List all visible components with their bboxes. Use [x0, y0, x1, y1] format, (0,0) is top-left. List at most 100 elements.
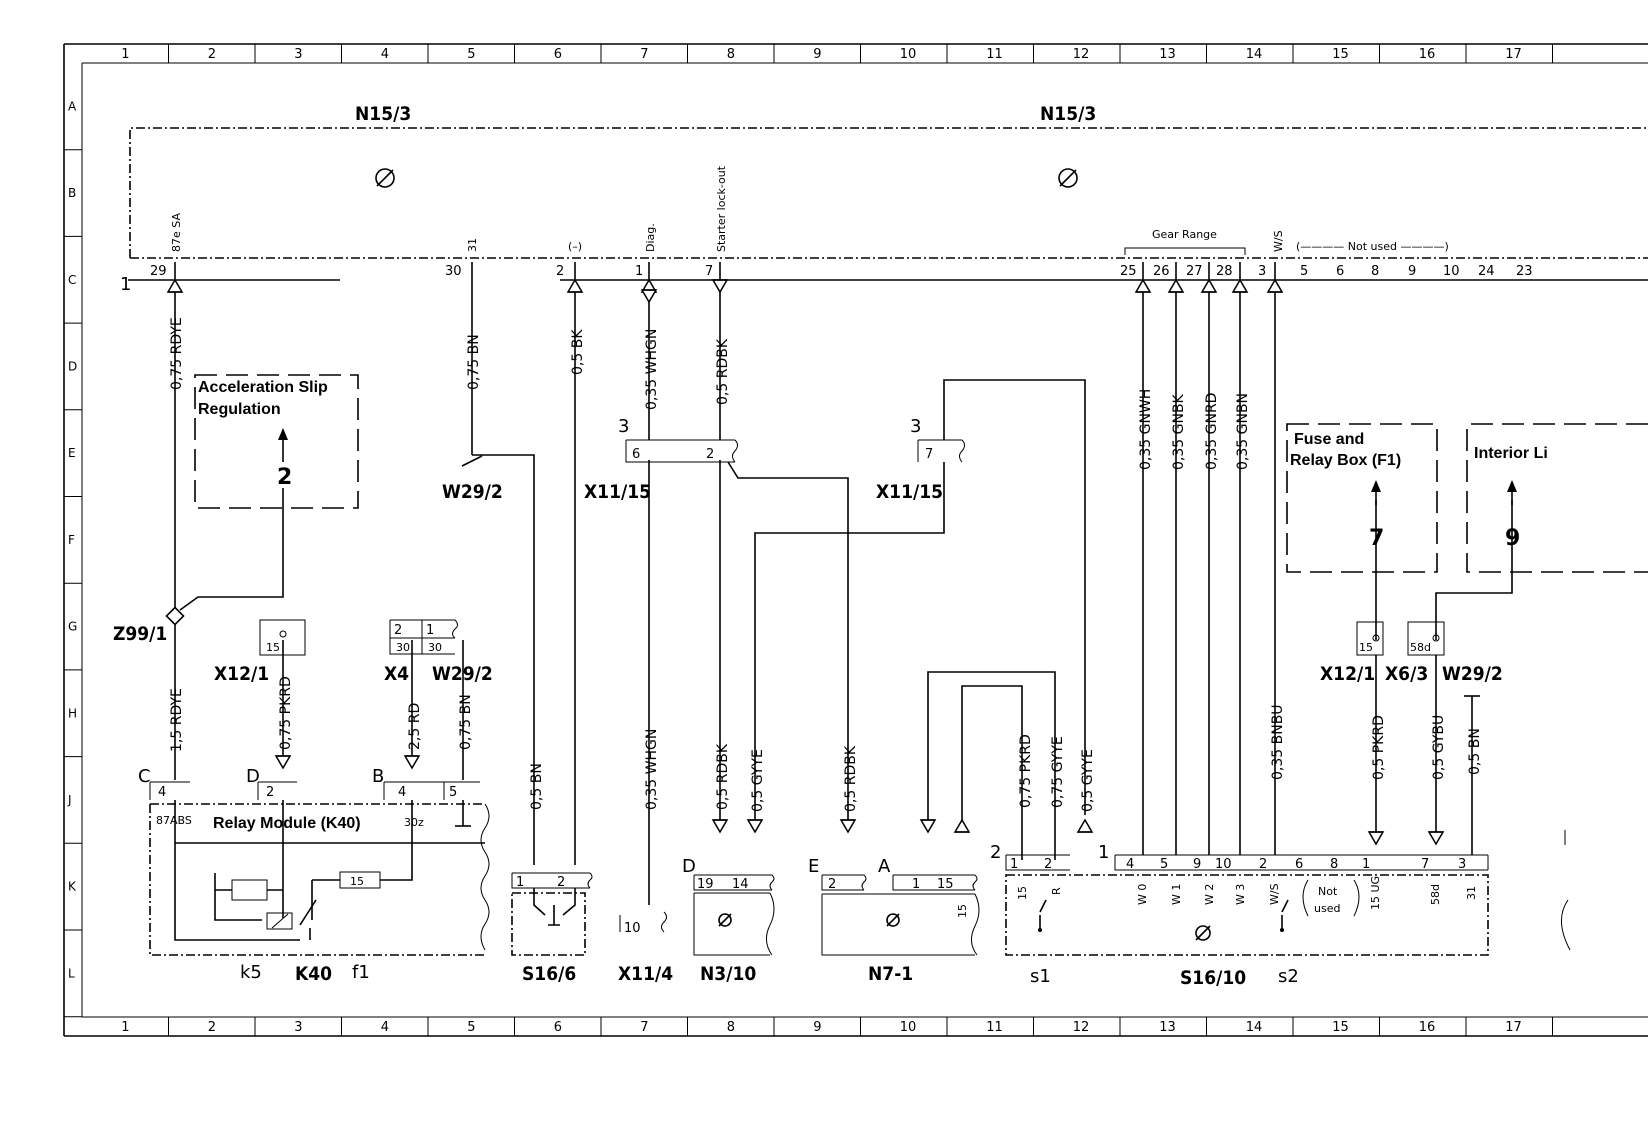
column-number: 7	[640, 47, 648, 62]
pin-label: 6	[1295, 857, 1303, 872]
column-number: 4	[381, 1020, 389, 1035]
arrow-down-icon	[711, 279, 729, 294]
module-pins: 1 29 87e SA 30 31 2 (–) 1 Diag. 7 Starte…	[120, 165, 1648, 295]
pin-label: 24	[1478, 264, 1495, 279]
pin-label: 3	[1258, 264, 1266, 279]
column-number: 8	[727, 47, 735, 62]
f1-label: f1	[352, 962, 370, 983]
column-number: 10	[900, 47, 917, 62]
column-number: 2	[208, 1020, 216, 1035]
pin-label: 15	[956, 904, 969, 918]
wire-label: 0,35 WHGN	[644, 329, 660, 410]
column-number: 7	[640, 1020, 648, 1035]
column-number: 11	[986, 47, 1003, 62]
x12-1-label: X12/1	[1320, 663, 1375, 685]
pin-label: C	[138, 766, 151, 787]
pin-label: 4	[1126, 857, 1134, 872]
n15-3-label-left: N15/3	[355, 103, 411, 125]
pin-label: 87ABS	[156, 814, 192, 827]
pin-label: 8	[1371, 264, 1379, 279]
column-number: 4	[381, 47, 389, 62]
k40-label: K40	[295, 963, 332, 985]
row-letter: E	[68, 446, 76, 460]
pin-label: D	[682, 856, 696, 877]
pin-label: 9	[1408, 264, 1416, 279]
column-number: 1	[121, 47, 129, 62]
n15-3-label-right: N15/3	[1040, 103, 1096, 125]
arrow-up-icon	[166, 278, 184, 293]
asr-reference-box: Acceleration Slip Regulation 2	[194, 374, 359, 509]
pin-label: 19	[697, 877, 714, 892]
w29-2-label: W29/2	[432, 663, 493, 685]
arrow-down-icon	[711, 819, 729, 834]
column-number: 11	[986, 1020, 1003, 1035]
terminal-label: W 0	[1136, 884, 1149, 905]
pin-label: 58d	[1410, 641, 1431, 654]
pin-label: D	[246, 766, 260, 787]
pin-label: 6	[632, 447, 640, 462]
column-number: 3	[294, 47, 302, 62]
pin-label: 2	[706, 447, 714, 462]
n15-3-module: N15/3 N15/3	[129, 103, 1648, 259]
arrow-up-icon	[278, 428, 288, 440]
terminal-label: 31	[1465, 886, 1478, 900]
not-used-label: (———— Not used ————)	[1296, 240, 1449, 253]
arrow-down-icon	[274, 755, 292, 770]
x11-15-connector: 3 6 2 X11/15	[584, 416, 738, 503]
pin-label: 28	[1216, 264, 1233, 279]
arrow-down-icon	[1367, 831, 1385, 846]
wires: 0,75 RDYE 0,75 BN 0,5 BK 0,35 WHGN 0,5 R…	[169, 262, 1513, 905]
pin-label: 30	[445, 264, 462, 279]
connector-arrows	[166, 278, 1445, 846]
pin-label: (–)	[568, 240, 582, 253]
x12-x6-connectors: 15 58d X12/1 X6/3 W29/2	[1320, 621, 1503, 685]
arrow-down-icon	[640, 289, 658, 304]
pin-label: 1	[912, 877, 920, 892]
wire-label: 0,35 GNBN	[1235, 393, 1251, 470]
arrow-up-icon	[1231, 278, 1249, 293]
fuse-label: Fuse and	[1294, 431, 1364, 448]
row-letter: F	[68, 533, 75, 547]
arrow-up-icon	[1134, 278, 1152, 293]
column-number: 16	[1419, 1020, 1436, 1035]
pin-label: 27	[1186, 264, 1203, 279]
column-number: 6	[554, 47, 562, 62]
wire-label: 0,75 GYYE	[1050, 736, 1066, 808]
arrow-down-icon	[839, 819, 857, 834]
arrow-up-icon	[1076, 818, 1094, 833]
z99-label: Z99/1	[113, 623, 167, 645]
row-letter: H	[68, 706, 77, 720]
column-number: 6	[554, 1020, 562, 1035]
column-number: 9	[813, 47, 821, 62]
wire-label: 0,5 GYYE	[1080, 749, 1096, 812]
arrow-up-icon	[1200, 278, 1218, 293]
fuse-label: Relay Box (F1)	[1290, 452, 1401, 469]
pin-label: 5	[449, 785, 457, 800]
pin-label: W/S	[1272, 230, 1285, 252]
wire-label: 0,5 BN	[1467, 728, 1483, 775]
x11-15-label: X11/15	[876, 481, 943, 503]
row-letter: K	[68, 880, 77, 894]
arrow-down-icon	[919, 819, 937, 834]
pin-label: 29	[150, 264, 167, 279]
pin-label: 2	[394, 623, 402, 638]
wire-label: 0,75 RDYE	[169, 317, 185, 390]
row-letter: G	[68, 620, 77, 634]
pin-label: 30z	[404, 816, 424, 829]
pin-label: 8	[1330, 857, 1338, 872]
column-number: 13	[1159, 47, 1176, 62]
frame	[63, 43, 1648, 1037]
pin-label: Diag.	[644, 223, 657, 252]
column-number: 1	[121, 1020, 129, 1035]
row-letter: D	[68, 359, 77, 373]
wire-label: 0,5 RDBK	[843, 745, 859, 812]
pin-label: 3	[1458, 857, 1466, 872]
pin-label: 4	[398, 785, 406, 800]
column-number: 2	[208, 47, 216, 62]
pin-label: 15	[350, 875, 364, 888]
column-number: 17	[1505, 1020, 1522, 1035]
wire-label: 0,5 GYBU	[1431, 715, 1447, 780]
pin-label: 4	[158, 785, 166, 800]
wire-label: 0,5 BN	[529, 763, 545, 810]
